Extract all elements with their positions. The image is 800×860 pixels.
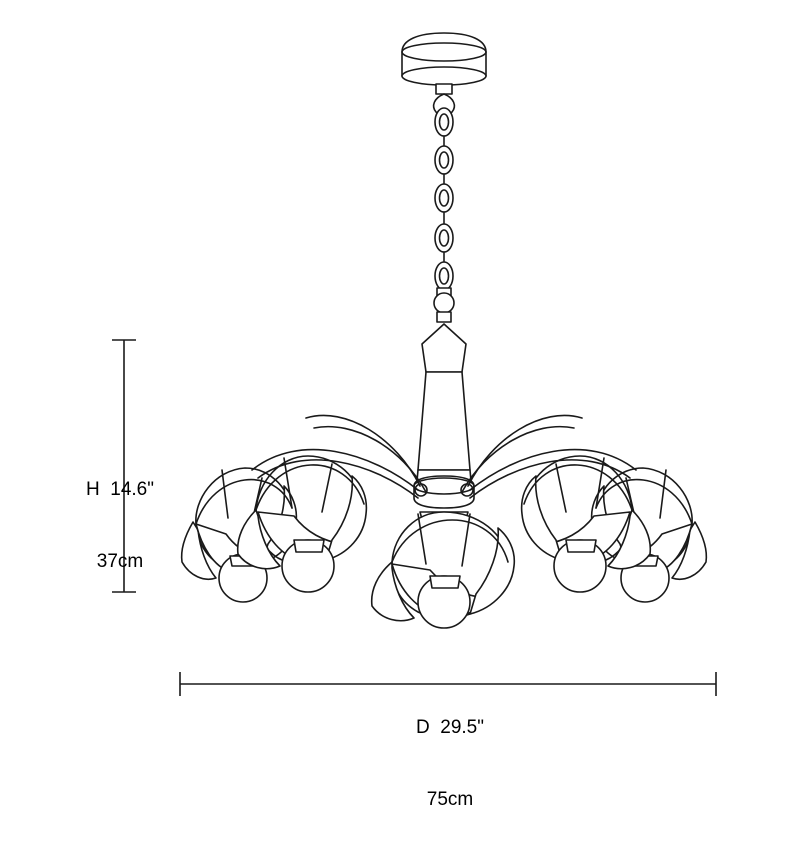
- height-dimension-label: H 14.6" 37cm: [60, 430, 180, 622]
- dimension-lines: [112, 339, 717, 696]
- light-arms: [251, 414, 637, 499]
- width-dimension-line: [179, 672, 717, 696]
- ceiling-canopy: [401, 32, 487, 86]
- height-dimension-line: [112, 339, 136, 593]
- upper-joint: [433, 287, 455, 323]
- width-label-inches: D 29.5": [415, 717, 484, 738]
- hanging-chain: [434, 107, 454, 291]
- central-column: [415, 323, 473, 493]
- shade-right: [520, 455, 652, 593]
- shade-center: [370, 511, 516, 629]
- width-label-cm: 75cm: [426, 789, 474, 810]
- diameter-dimension-label: D 29.5" 75cm: [360, 668, 540, 860]
- chandelier-illustration: [112, 32, 717, 696]
- diagram-canvas: H 14.6" 37cm D 29.5" 75cm: [60, 32, 717, 810]
- height-label-inches: H 14.6": [85, 479, 154, 500]
- shade-left: [236, 455, 368, 593]
- height-label-cm: 37cm: [96, 551, 144, 572]
